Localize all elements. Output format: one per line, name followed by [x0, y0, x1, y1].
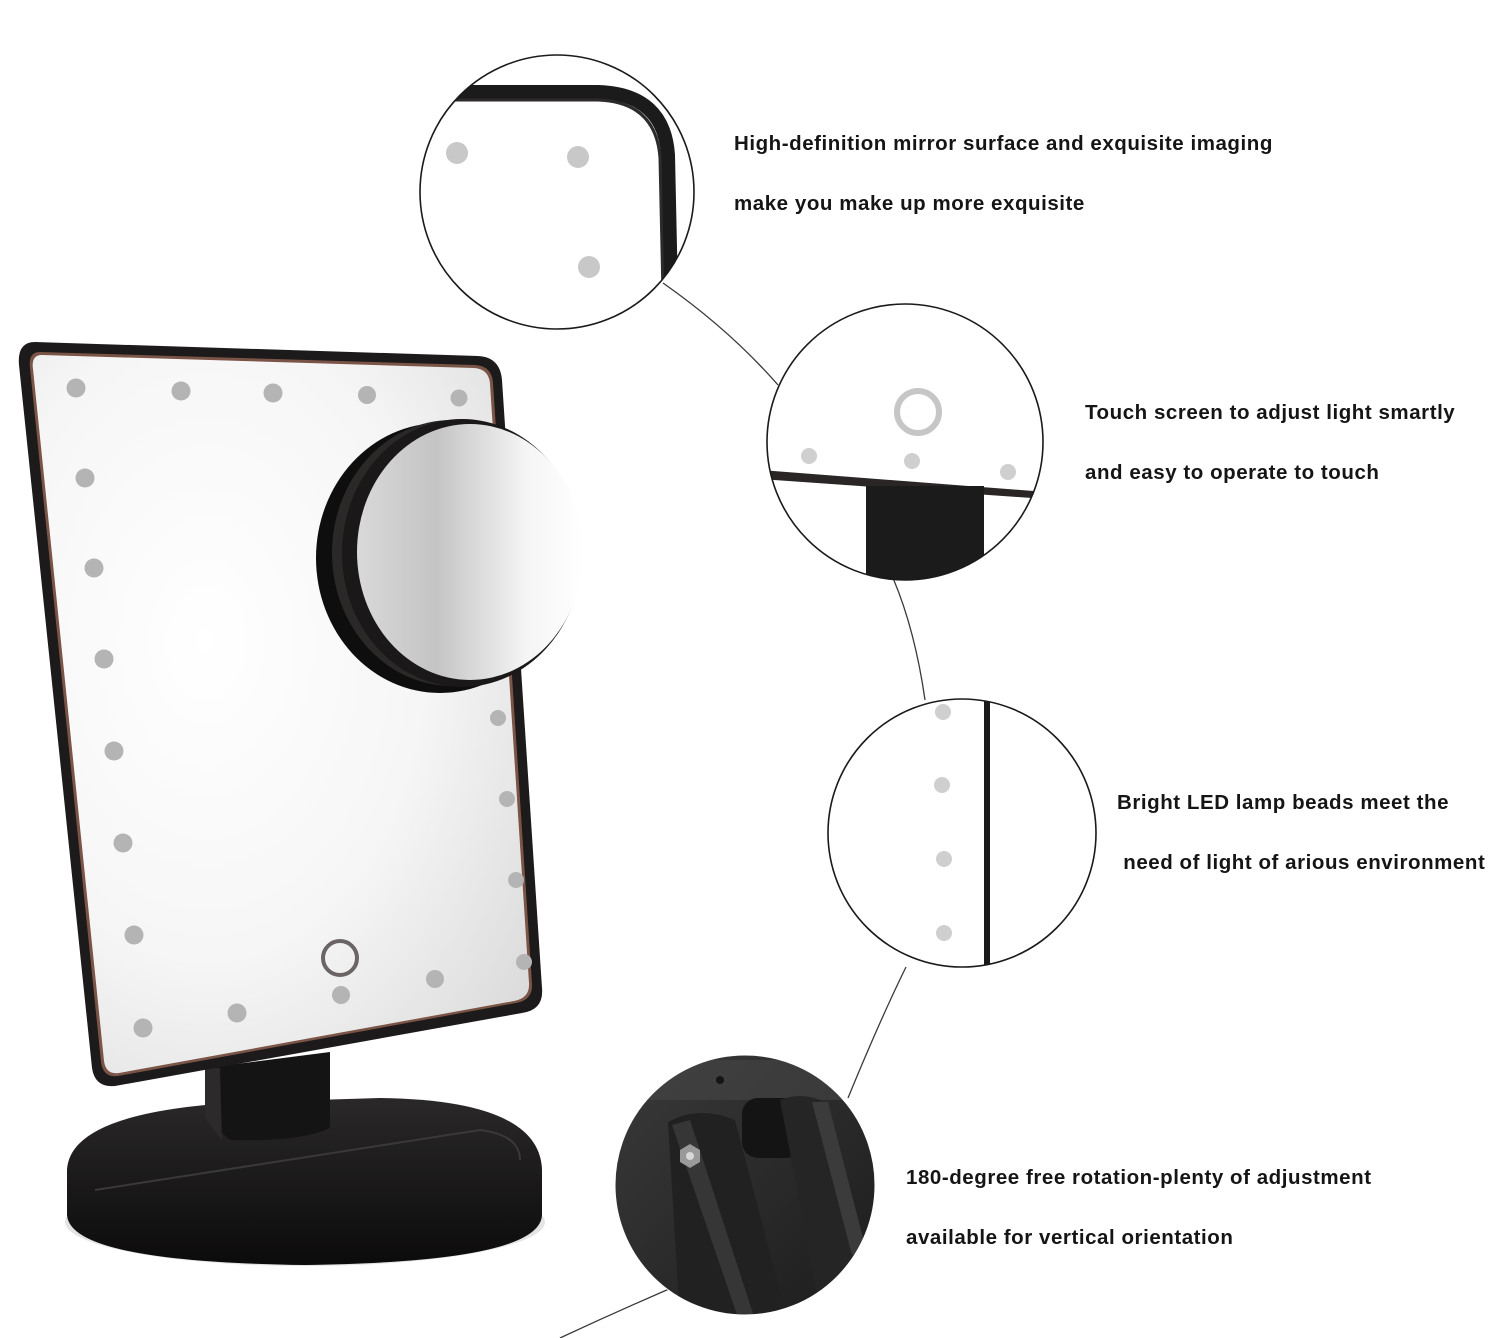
caption-line: need of light of arious environment [1117, 851, 1486, 874]
magnifier-mirror [316, 419, 583, 693]
caption-line: Touch screen to adjust light smartly [1085, 401, 1456, 424]
caption-line: Bright LED lamp beads meet the [1117, 791, 1450, 814]
caption-line: 180-degree free rotation-plenty of adjus… [906, 1166, 1372, 1189]
detail-led-strip [828, 699, 1096, 967]
caption-line: make you make up more exquisite [734, 192, 1085, 215]
led-beads [66, 378, 532, 1038]
main-mirror [18, 342, 583, 1266]
detail-mirror-corner [420, 55, 694, 329]
touch-ring-icon [321, 939, 359, 977]
caption-line: High-definition mirror surface and exqui… [734, 132, 1273, 155]
caption-line: and easy to operate to touch [1085, 461, 1380, 484]
caption-line: available for vertical orientation [906, 1226, 1234, 1249]
detail-hinge [615, 1055, 875, 1315]
detail-touch-button [767, 304, 1043, 580]
